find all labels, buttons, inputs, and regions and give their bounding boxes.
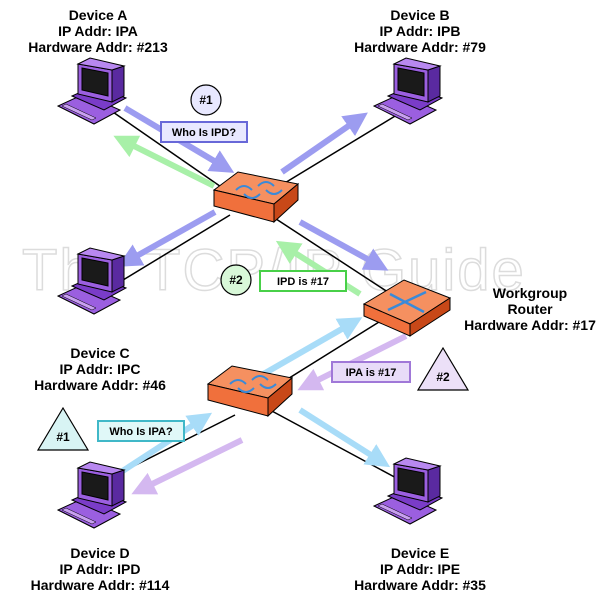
router	[362, 279, 452, 337]
network-links	[109, 109, 406, 481]
step-2-triangle-text: #2	[436, 370, 450, 384]
ipa-is-17-tag: IPA is #17	[331, 361, 411, 383]
router-line2: Router	[507, 301, 553, 317]
step-1-circle-marker: #1	[190, 84, 222, 116]
hub-bottom	[207, 365, 293, 417]
ipd-is-17-text: IPD is #17	[277, 276, 329, 288]
router-arrows-icon	[387, 290, 427, 314]
device-e-ip: IP Addr: IPE	[380, 561, 460, 577]
hub-arrows-icon	[235, 181, 283, 199]
device-b-name: Device B	[390, 7, 449, 23]
device-c-label: Device C IP Addr: IPC Hardware Addr: #46	[34, 345, 166, 393]
ipd-is-17-tag: IPD is #17	[259, 270, 347, 292]
router-hw: Hardware Addr: #17	[464, 317, 596, 333]
device-b-label: Device B IP Addr: IPB Hardware Addr: #79	[354, 7, 486, 55]
device-b-hw: Hardware Addr: #79	[354, 39, 486, 55]
who-is-ipa-tag: Who Is IPA?	[97, 420, 185, 442]
device-d-ip: IP Addr: IPD	[60, 561, 141, 577]
router-line1: Workgroup	[493, 285, 567, 301]
step-1-triangle-marker: #1	[36, 406, 90, 451]
router-label: Workgroup Router Hardware Addr: #17	[464, 285, 596, 333]
step-1-triangle-text: #1	[56, 430, 70, 444]
step-2-triangle-marker: #2	[416, 346, 470, 391]
ipa-is-17-text: IPA is #17	[346, 367, 397, 379]
step-2-circle-text: #2	[229, 273, 243, 287]
who-is-ipa-text: Who Is IPA?	[109, 426, 173, 438]
device-c-hw: Hardware Addr: #46	[34, 377, 166, 393]
device-e-hw: Hardware Addr: #35	[354, 577, 486, 593]
device-a-ip: IP Addr: IPA	[58, 23, 138, 39]
message-arrows	[113, 105, 408, 495]
device-e-label: Device E IP Addr: IPE Hardware Addr: #35	[354, 545, 486, 593]
device-b-computer-icon	[373, 57, 443, 125]
hub-arrows-icon	[229, 375, 277, 393]
who-is-ipd-text: Who Is IPD?	[172, 127, 236, 139]
device-d-name: Device D	[70, 545, 129, 561]
device-c-ip: IP Addr: IPC	[60, 361, 141, 377]
device-b-ip: IP Addr: IPB	[380, 23, 461, 39]
who-is-ipd-tag: Who Is IPD?	[160, 121, 248, 143]
device-d-label: Device D IP Addr: IPD Hardware Addr: #11…	[31, 545, 170, 593]
step-2-circle-marker: #2	[220, 264, 252, 296]
step-1-circle-text: #1	[199, 93, 213, 107]
device-d-hw: Hardware Addr: #114	[31, 577, 170, 593]
device-d-computer-icon	[57, 461, 127, 529]
device-e-name: Device E	[391, 545, 449, 561]
device-c-name: Device C	[70, 345, 129, 361]
hub-top	[213, 171, 299, 223]
device-a-name: Device A	[69, 7, 128, 23]
device-e-computer-icon	[373, 457, 443, 525]
device-a-hw: Hardware Addr: #213	[28, 39, 168, 55]
device-a-label: Device A IP Addr: IPA Hardware Addr: #21…	[28, 7, 168, 55]
